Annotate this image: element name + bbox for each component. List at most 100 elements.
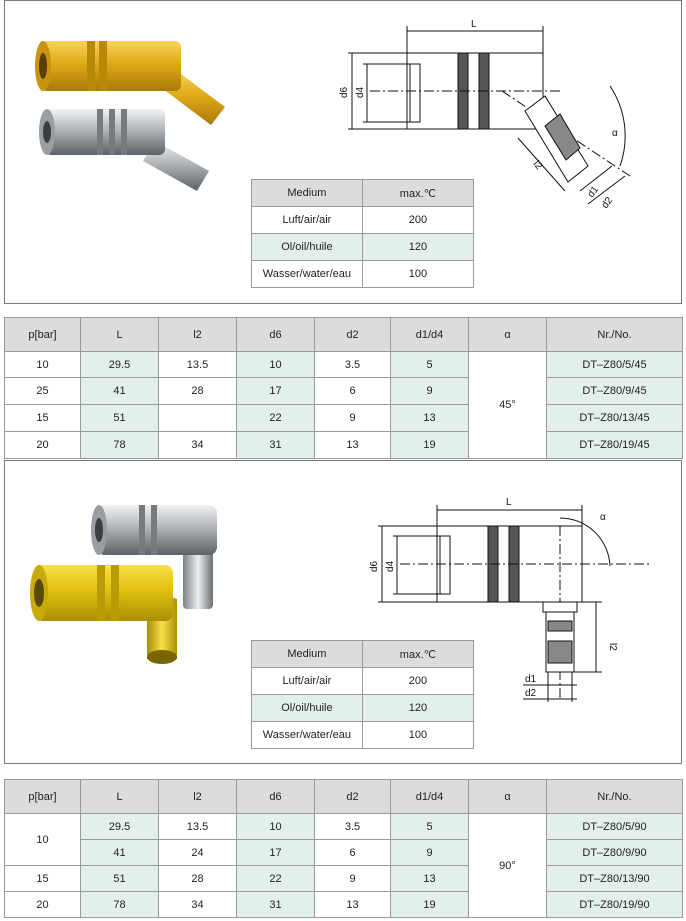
spec-row: 15 51 22 9 13 DT–Z80/13/45	[4, 404, 683, 432]
cell-l2: 13.5	[158, 351, 237, 378]
cell-d6: 10	[236, 813, 315, 840]
cell-p: 10	[4, 813, 81, 866]
max-temp-header: max.℃	[361, 640, 475, 668]
max-temp-cell: 200	[361, 667, 475, 695]
cell-d6: 22	[236, 865, 315, 892]
cell-L: 41	[80, 839, 159, 866]
medium-cell: Luft/air/air	[251, 206, 363, 234]
max-temp-header: max.℃	[361, 179, 475, 207]
cell-d2: 9	[314, 865, 391, 892]
cell-d1-d4: 9	[390, 839, 469, 866]
dim-d2-label: d2	[525, 688, 537, 699]
spec-row: 41 24 17 6 9 DT–Z80/9/90	[5, 839, 683, 866]
cell-alpha: 45°	[468, 351, 547, 459]
cell-L: 51	[80, 404, 159, 432]
medium-row: Ol/oil/huile 120	[251, 233, 475, 261]
cell-L: 29.5	[80, 351, 159, 378]
spec-row: 10 29.5 13.5 10 3.5 5 45° DT–Z80/5/45	[4, 351, 683, 459]
cell-part-number: DT–Z80/5/90	[546, 813, 683, 840]
product-panel-45deg: L d6 d4 l2 d1 d2 α Medium max.℃ Luft/air…	[4, 0, 682, 304]
medium-cell: Ol/oil/huile	[251, 694, 363, 722]
brass-coupling-image	[30, 565, 177, 664]
spec-header-row: p[bar] L l2 d6 d2 d1/d4 α Nr./No.	[4, 779, 683, 814]
medium-row: Ol/oil/huile 120	[251, 694, 475, 722]
cell-d2: 3.5	[314, 351, 391, 378]
max-temp-cell: 120	[361, 233, 475, 261]
medium-row: Luft/air/air 200	[251, 667, 475, 695]
header-d1-d4: d1/d4	[390, 317, 469, 352]
cell-p: 10	[4, 351, 81, 378]
header-part-number: Nr./No.	[546, 779, 683, 814]
medium-cell: Wasser/water/eau	[251, 260, 363, 288]
cell-p: 15	[4, 404, 81, 432]
max-temp-cell: 100	[361, 721, 475, 749]
cell-L: 51	[80, 865, 159, 892]
cell-l2: 13.5	[158, 813, 237, 840]
cell-d1-d4: 19	[390, 431, 469, 459]
medium-table-90deg: Medium max.℃ Luft/air/air 200 Ol/oil/hui…	[251, 640, 475, 749]
cell-part-number: DT–Z80/13/90	[546, 865, 683, 892]
cell-d6: 10	[236, 351, 315, 378]
medium-table-45deg: Medium max.℃ Luft/air/air 200 Ol/oil/hui…	[251, 179, 475, 288]
spec-header-row: p[bar] L l2 d6 d2 d1/d4 α Nr./No.	[4, 317, 683, 352]
cell-part-number: DT–Z80/19/90	[546, 891, 683, 918]
cell-L: 41	[80, 377, 159, 405]
header-d1-d4: d1/d4	[390, 779, 469, 814]
product-photo-90deg	[30, 505, 217, 664]
dim-alpha-label: α	[600, 512, 606, 523]
brass-coupling-image	[35, 41, 225, 125]
cell-l2: 28	[158, 377, 237, 405]
spec-row: 20 78 34 31 13 19 DT–Z80/19/90	[4, 891, 683, 918]
cell-d6: 17	[236, 377, 315, 405]
header-d2: d2	[314, 779, 391, 814]
dim-L-label: L	[506, 497, 512, 508]
header-d6: d6	[236, 779, 315, 814]
cell-p: 20	[4, 431, 81, 459]
cell-part-number: DT–Z80/5/45	[546, 351, 683, 378]
cell-d1-d4: 19	[390, 891, 469, 918]
product-panel-90deg: L d6 d4 l2 d1 d2 α Medium max.℃ Luft/air…	[4, 460, 682, 764]
max-temp-cell: 100	[361, 260, 475, 288]
dim-d6-label: d6	[369, 560, 380, 572]
spec-table-45deg: p[bar] L l2 d6 d2 d1/d4 α Nr./No. 10 29.…	[4, 317, 683, 459]
dim-d6-label: d6	[339, 86, 350, 98]
spec-row: 25 41 28 17 6 9 DT–Z80/9/45	[4, 377, 683, 405]
header-L: L	[80, 317, 159, 352]
max-temp-cell: 200	[361, 206, 475, 234]
cell-d6: 31	[236, 891, 315, 918]
cell-l2: 34	[158, 431, 237, 459]
chrome-coupling-image	[39, 109, 209, 191]
header-l2: l2	[158, 317, 237, 352]
cell-d6: 31	[236, 431, 315, 459]
dim-L-label: L	[471, 19, 477, 30]
cell-part-number: DT–Z80/9/45	[546, 377, 683, 405]
dim-l2-label: l2	[607, 643, 618, 651]
cell-l2	[158, 404, 237, 432]
header-alpha: α	[468, 317, 547, 352]
header-d6: d6	[236, 317, 315, 352]
cell-d2: 13	[314, 431, 391, 459]
cell-d1-d4: 13	[390, 865, 469, 892]
medium-table-header: Medium max.℃	[251, 179, 475, 207]
dim-d1-label: d1	[525, 674, 537, 685]
cell-d2: 3.5	[314, 813, 391, 840]
cell-l2: 28	[158, 865, 237, 892]
cell-d1-d4: 5	[390, 351, 469, 378]
chrome-coupling-image	[91, 505, 217, 609]
medium-row: Wasser/water/eau 100	[251, 260, 475, 288]
cell-d1-d4: 9	[390, 377, 469, 405]
spec-table-90deg: p[bar] L l2 d6 d2 d1/d4 α Nr./No. 10 29.…	[4, 779, 683, 918]
cell-d6: 22	[236, 404, 315, 432]
cell-L: 29.5	[80, 813, 159, 840]
dim-d4-label: d4	[355, 86, 366, 98]
header-p-bar: p[bar]	[4, 779, 81, 814]
dim-d4-label: d4	[385, 560, 396, 572]
cell-d6: 17	[236, 839, 315, 866]
technical-drawing-45deg: L d6 d4 l2 d1 d2 α	[339, 19, 631, 211]
spec-row: 20 78 34 31 13 19 DT–Z80/19/45	[4, 431, 683, 459]
cell-p: 20	[4, 891, 81, 918]
header-l2: l2	[158, 779, 237, 814]
product-photo-45deg	[35, 41, 225, 191]
medium-cell: Ol/oil/huile	[251, 233, 363, 261]
cell-d2: 6	[314, 377, 391, 405]
